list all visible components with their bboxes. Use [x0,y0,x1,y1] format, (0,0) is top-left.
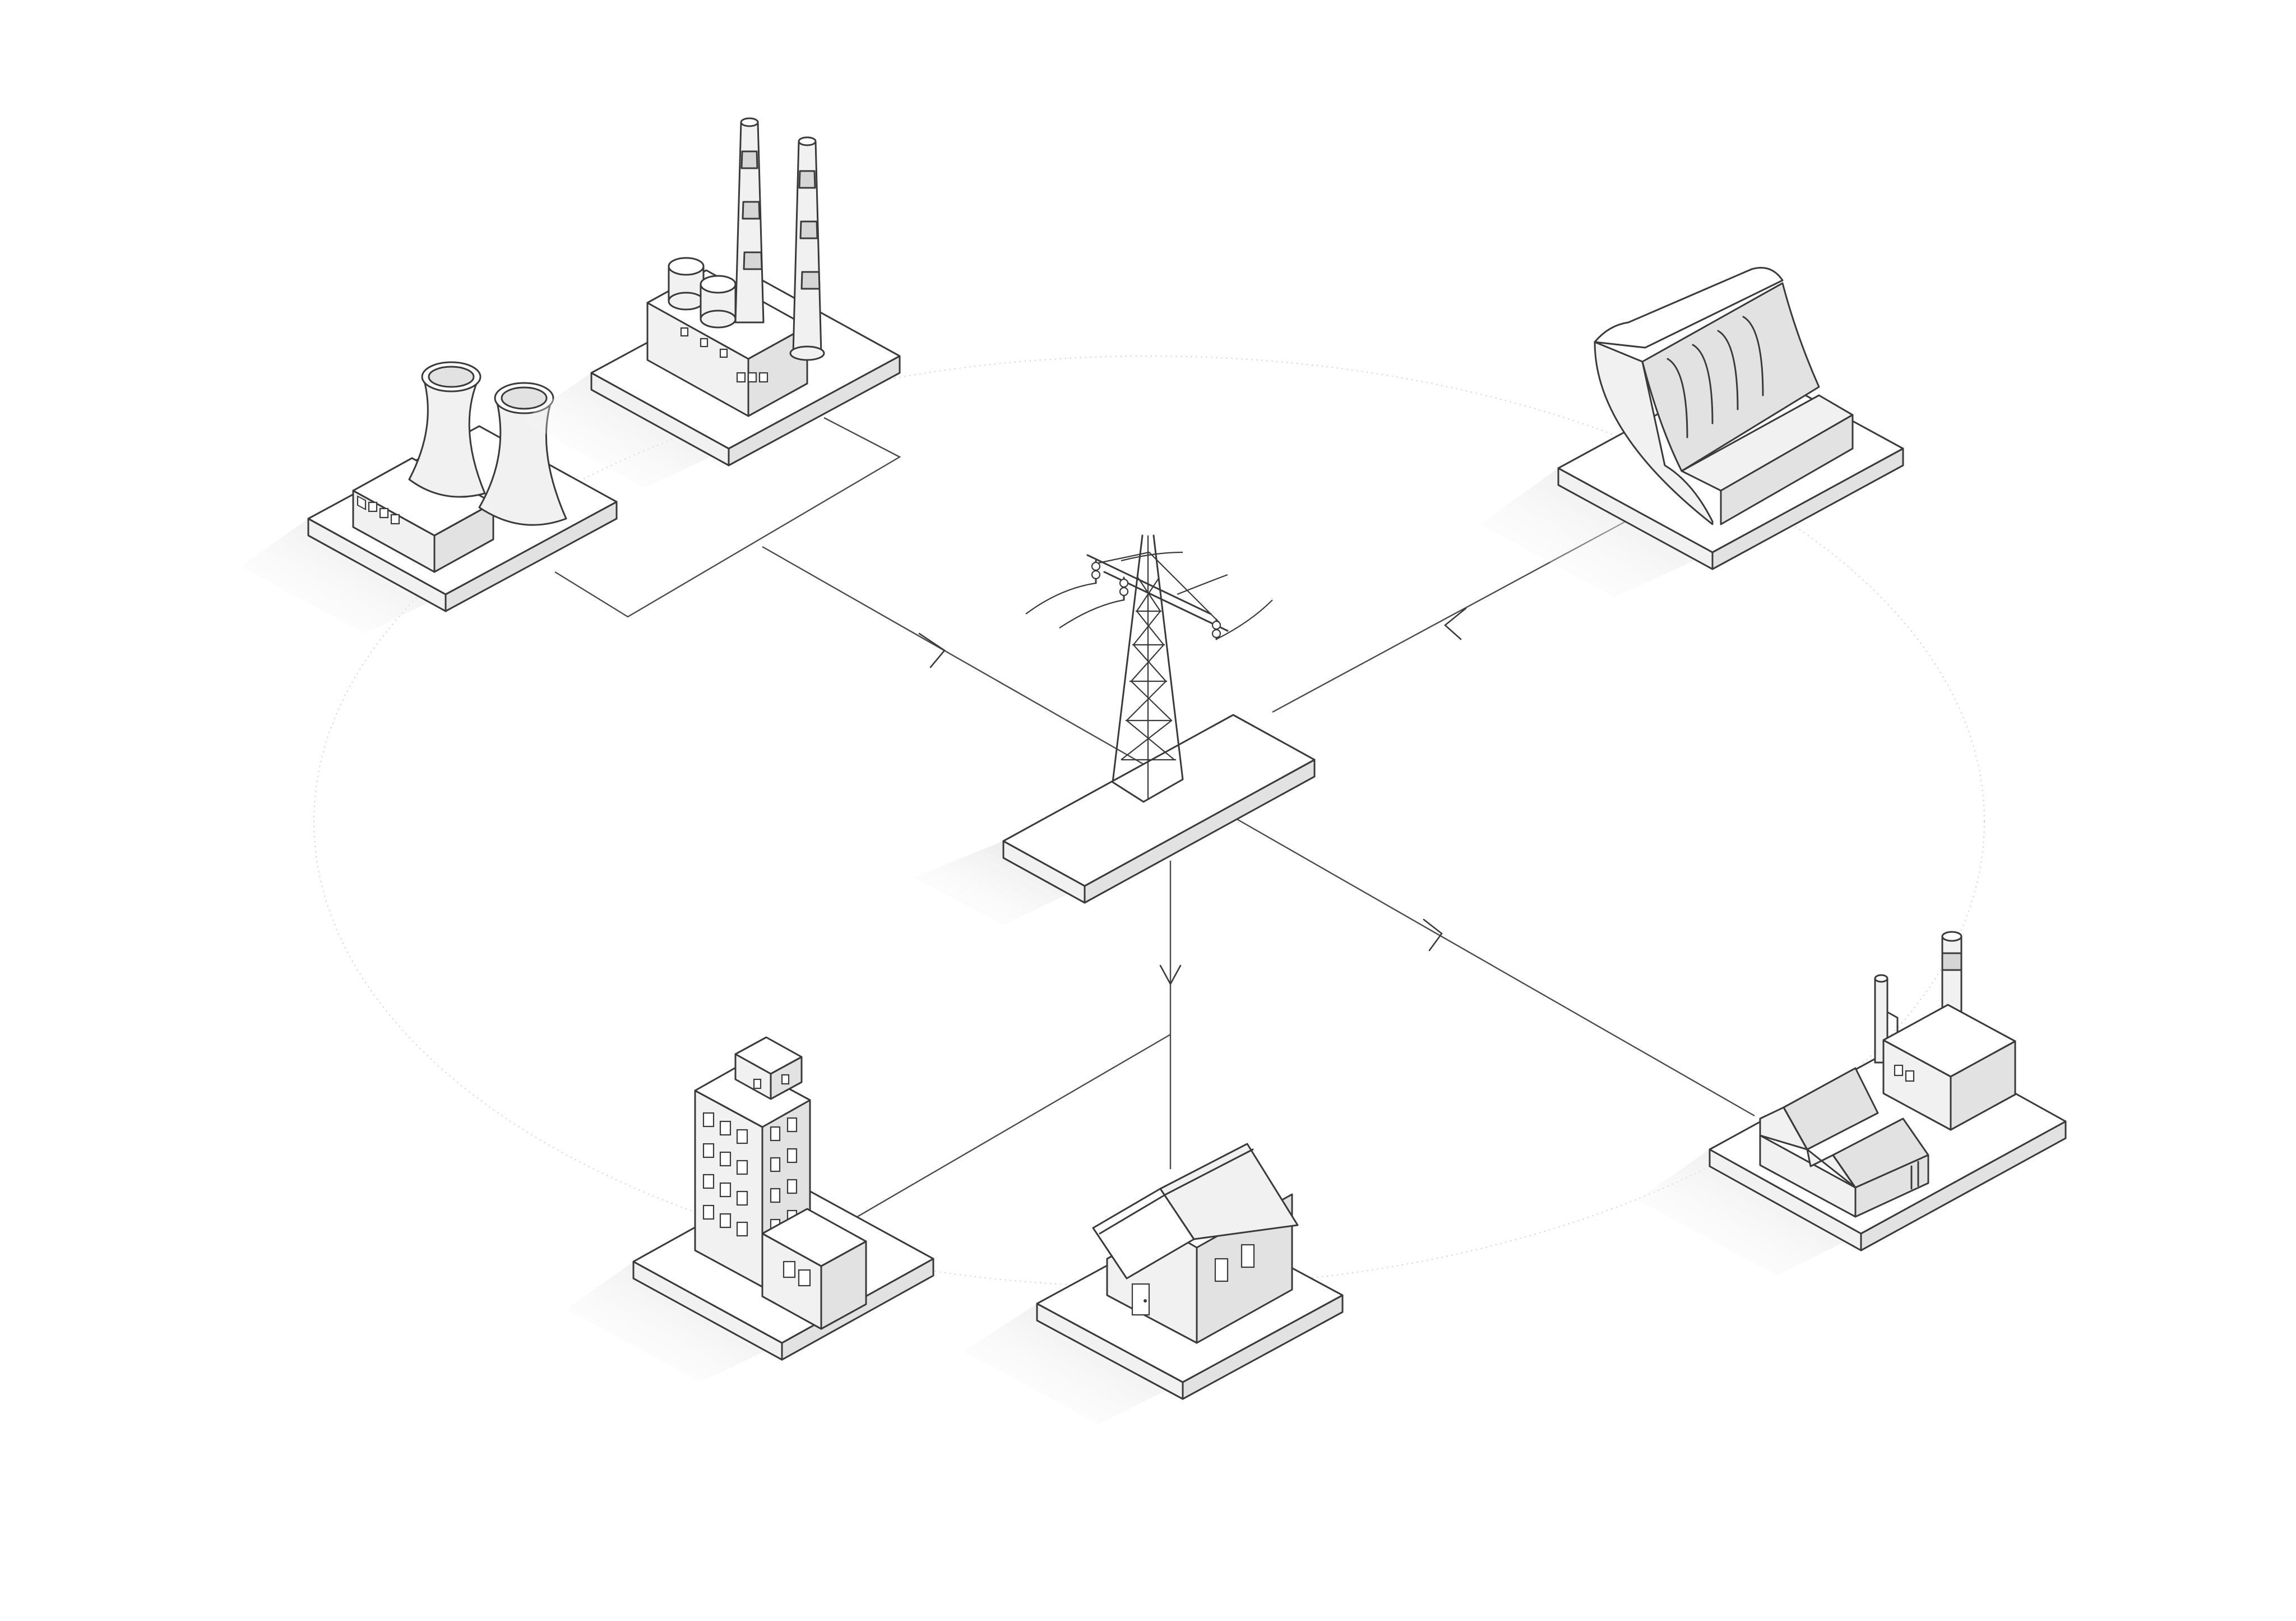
edge-thermal-to-tower [762,546,1161,775]
thermal-plant [521,117,901,488]
house-windows [1214,1244,1255,1282]
arrow-dam-to-tower [1443,607,1467,640]
storage-tank-icon [700,275,737,329]
network-ring [313,355,1985,1287]
arrow-tower-to-house [1159,964,1182,986]
connections [554,417,1755,1229]
arrow-thermal-to-tower [918,632,946,668]
dam-spillway-pipes [1667,316,1764,438]
house [964,1143,1344,1424]
generation-feeder [554,417,901,618]
transmission-tower [914,534,1316,925]
factory [1637,931,2067,1276]
chimney-right-icon [789,136,825,361]
hydro-dam [1480,267,1904,597]
office-building [566,1036,934,1382]
edge-tower-to-factory [1235,818,1755,1117]
edge-tower-to-office [837,1033,1171,1229]
transmission-tower-icon [1025,534,1273,803]
storage-tank-icon [668,257,705,311]
chimney-left-icon [734,117,765,324]
nuclear-plant [241,361,618,634]
factory-chimney-small-icon [1874,974,1899,1064]
thermal-building-windows [680,327,769,383]
nuclear-building-windows [357,495,400,525]
house-door-icon [1131,1283,1150,1316]
factory-pipes [1910,1161,1919,1190]
arrow-tower-to-factory [1423,918,1443,952]
cooling-tower-left-icon [408,361,486,498]
